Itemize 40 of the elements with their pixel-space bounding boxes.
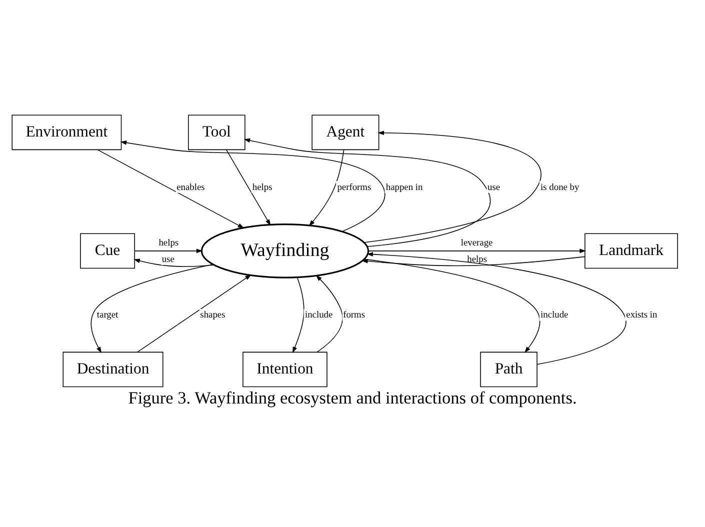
edge-label: helps: [252, 182, 272, 193]
edge-label: target: [96, 310, 118, 321]
edge-label: forms: [343, 310, 366, 321]
edge-label: leverage: [460, 238, 493, 249]
edge-label: happen in: [386, 182, 423, 193]
caption: Figure 3. Wayfinding ecosystem and interactions of components.: [128, 388, 577, 408]
arrow: [316, 275, 343, 352]
arrow: [90, 264, 214, 354]
arrow: [97, 149, 244, 228]
edge-label: include: [305, 310, 333, 321]
arrow: [362, 256, 586, 266]
node-box: Intention: [242, 352, 328, 388]
arrow: [134, 258, 214, 267]
node-box: Environment: [12, 114, 122, 150]
arrow: [308, 149, 344, 226]
arrow: [244, 138, 491, 247]
node-box: Cue: [80, 233, 135, 269]
arrow: [120, 140, 386, 232]
arrow: [136, 274, 252, 353]
arrow: [226, 149, 271, 226]
node-box: Path: [480, 352, 538, 388]
edge-label: helps: [158, 238, 179, 249]
edge-label: enables: [176, 182, 205, 193]
node-box: Agent: [312, 114, 380, 150]
arrow: [368, 248, 586, 254]
arrow: [292, 277, 304, 354]
arrow: [364, 130, 542, 243]
edge-label: is done by: [540, 182, 580, 193]
arrow: [134, 248, 203, 254]
edge-label: performs: [337, 182, 372, 193]
edge-label: use: [488, 182, 500, 193]
edge-label: use: [162, 255, 174, 266]
edge-label: exists in: [626, 310, 658, 321]
edge-label: include: [540, 310, 568, 321]
node-box: Tool: [188, 114, 246, 150]
arrow: [364, 258, 540, 353]
edge-label: helps: [467, 255, 488, 266]
node-box: Landmark: [584, 233, 678, 269]
node-box: Destination: [62, 352, 164, 388]
edge-label: shapes: [200, 310, 226, 321]
